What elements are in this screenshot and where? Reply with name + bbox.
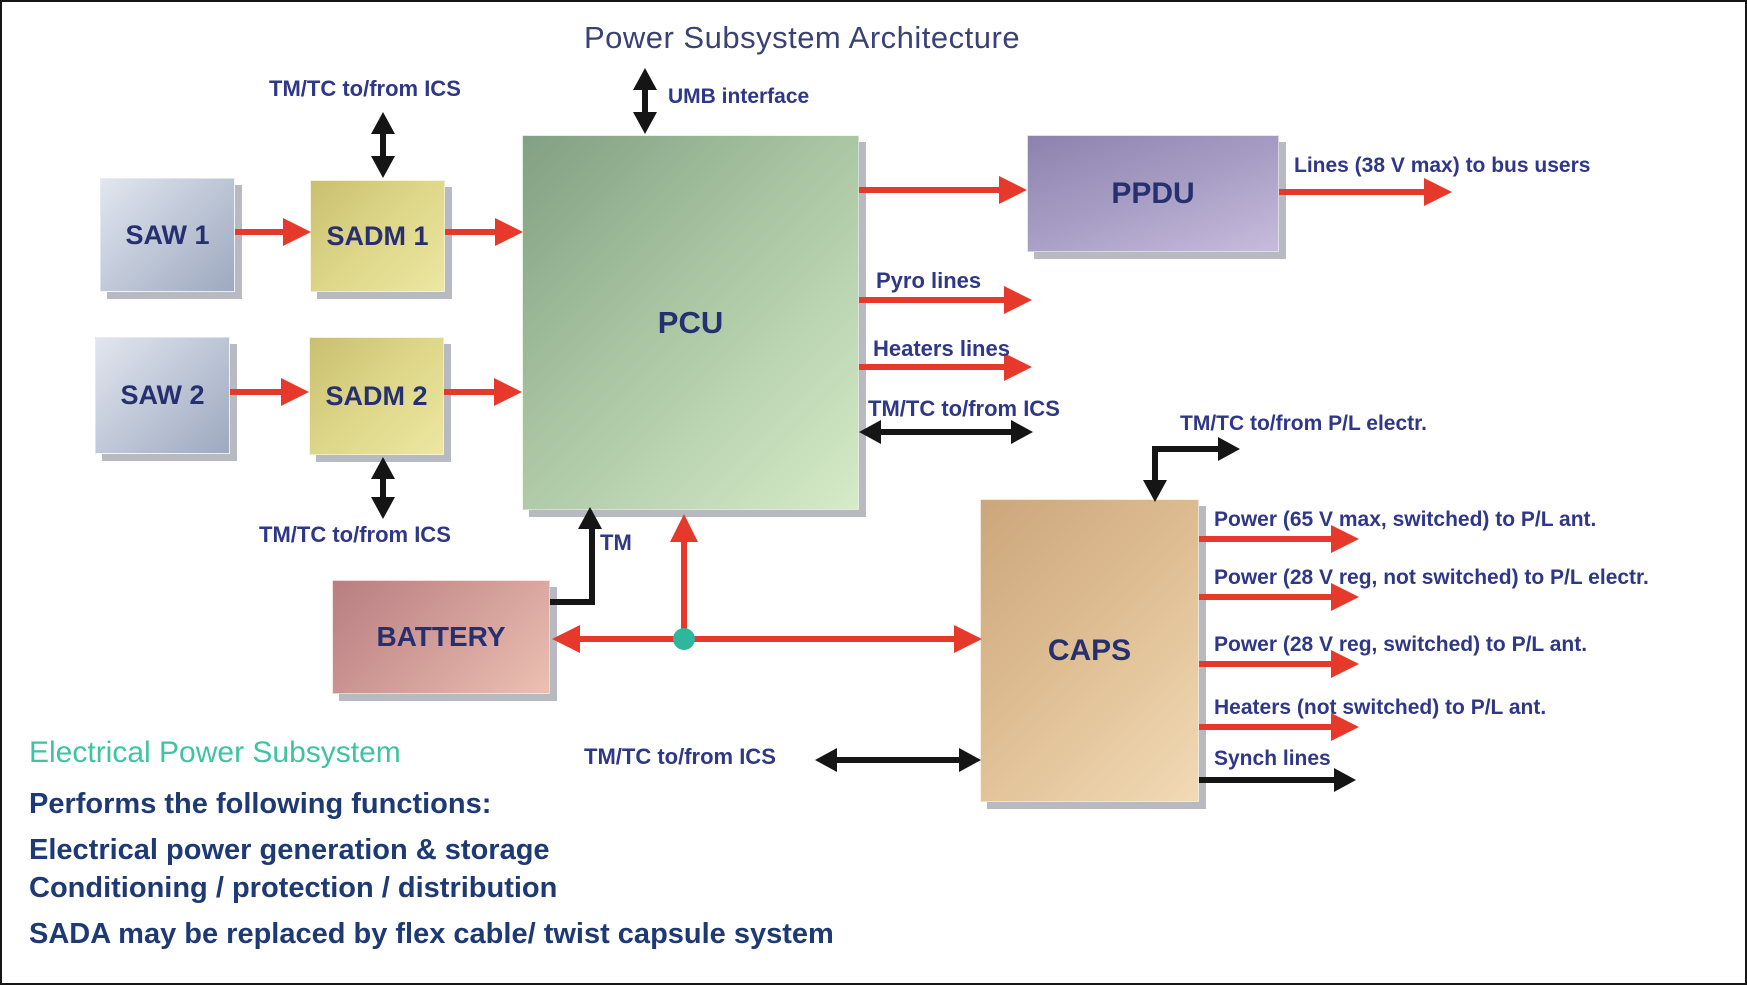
- sadm1-label: SADM 1: [326, 220, 429, 251]
- tmtc-ics-caps-label: TM/TC to/from ICS: [584, 744, 776, 769]
- pcu-box: PCU: [522, 135, 859, 510]
- pyro-lines-label: Pyro lines: [876, 268, 982, 293]
- footer-line-sada: SADA may be replaced by flex cable/ twis…: [29, 918, 834, 950]
- caps-output-synch-label: Synch lines: [1214, 747, 1331, 770]
- pcu-label: PCU: [657, 304, 724, 340]
- footer-line-functions: Performs the following functions:: [29, 788, 492, 820]
- footer-line-generation: Electrical power generation & storage: [29, 834, 550, 866]
- ppdu-box: PPDU: [1027, 135, 1279, 252]
- saw1-label: SAW 1: [125, 219, 210, 250]
- tmtc-ics-pcu-label: TM/TC to/from ICS: [868, 396, 1060, 421]
- sadm1-box: SADM 1: [310, 180, 445, 292]
- caps-box: CAPS: [980, 499, 1199, 802]
- heaters-lines-label: Heaters lines: [873, 336, 1010, 361]
- caps-label: CAPS: [1047, 633, 1132, 667]
- sadm2-label: SADM 2: [325, 380, 428, 411]
- power-bus-junction-dot: [673, 628, 695, 650]
- ppdu-label: PPDU: [1111, 176, 1195, 210]
- caps-output-power28ns-label: Power (28 V reg, not switched) to P/L el…: [1214, 566, 1649, 589]
- sadm2-box: SADM 2: [309, 337, 444, 455]
- saw2-label: SAW 2: [120, 380, 205, 410]
- caps-output-power65-label: Power (65 V max, switched) to P/L ant.: [1214, 508, 1597, 531]
- footer-heading: Electrical Power Subsystem: [29, 736, 401, 769]
- tmtc-ics-sadm2-label: TM/TC to/from ICS: [259, 522, 451, 547]
- page-title: Power Subsystem Architecture: [583, 20, 1021, 55]
- lines-38v-label: Lines (38 V max) to bus users: [1294, 154, 1591, 177]
- caps-output-heaters-label: Heaters (not switched) to P/L ant.: [1214, 696, 1547, 719]
- tmtc-pl-electr-label: TM/TC to/from P/L electr.: [1180, 412, 1427, 435]
- footer-line-conditioning: Conditioning / protection / distribution: [29, 872, 558, 904]
- battery-box: BATTERY: [332, 580, 550, 694]
- tm-label: TM: [600, 530, 632, 555]
- saw1-box: SAW 1: [100, 178, 235, 292]
- caps-output-power28s-label: Power (28 V reg, switched) to P/L ant.: [1214, 633, 1588, 656]
- tmtc-ics-top-label: TM/TC to/from ICS: [269, 76, 461, 101]
- battery-label: BATTERY: [376, 621, 506, 652]
- saw2-box: SAW 2: [95, 337, 230, 454]
- umb-interface-label: UMB interface: [668, 85, 810, 108]
